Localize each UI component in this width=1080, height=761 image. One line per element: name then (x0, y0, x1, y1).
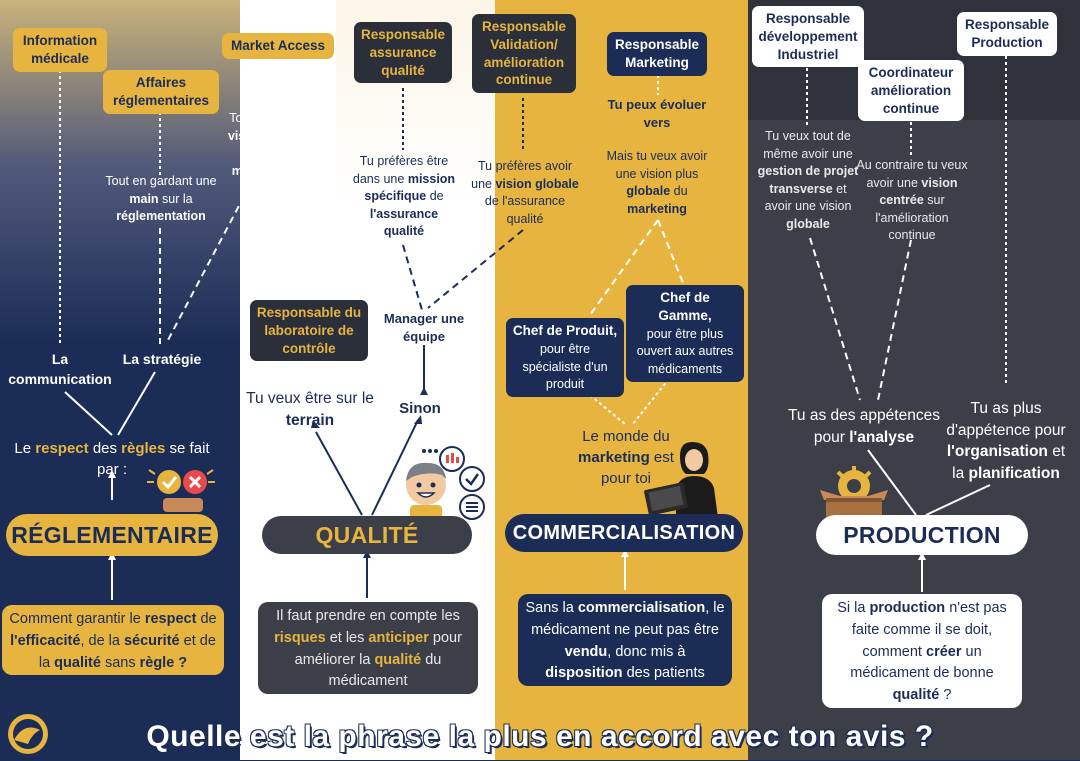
person-icon (402, 445, 490, 520)
role-market-access: Market Access (222, 33, 334, 59)
role-responsable-laboratoire: Responsable du laboratoire de contrôle (250, 300, 368, 362)
sinon-text: Sinon (399, 400, 441, 417)
coord-description: Au contraire tu veux avoir une vision ce… (856, 158, 968, 242)
woman-laptop-icon (640, 440, 736, 518)
role-coordinateur-amelioration: Coordinateur amélioration continue (858, 60, 964, 122)
dev-description: Tu veux tout de même avoir une gestion d… (757, 129, 859, 231)
role-responsable-assurance-qualite: Responsable assurance qualité (354, 22, 452, 84)
vision-globale-marketing-text: Mais tu veux avoir une vision plus globa… (606, 149, 708, 216)
terrain-text: Tu veux être sur le terrain (246, 390, 374, 429)
analyse-text: Tu as des appétences pour l'analyse (788, 407, 940, 446)
production-box: Si la production n'est pas faite comme i… (822, 594, 1022, 708)
respect-regles-text: Le respect des règles se fait par : (14, 440, 210, 478)
manager-une-equipe: Manager une équipe (383, 311, 465, 345)
role-information-medicale: Information médicale (13, 28, 107, 72)
title-reglementaire: RÉGLEMENTAIRE (6, 514, 218, 556)
reglementaire-question-box: Comment garantir le respect de l'efficac… (2, 605, 224, 675)
chef-de-gamme-description: pour être plus ouvert aux autres médicam… (636, 326, 734, 377)
role-responsable-validation: Responsable Validation/ amélioration con… (472, 14, 576, 94)
la-communication: La communication (8, 351, 112, 387)
monde-marketing-text: Le monde du marketing est pour toi (578, 428, 674, 487)
role-responsable-production: Responsable Production (957, 12, 1057, 56)
logo-icon (6, 712, 52, 756)
role-chef-de-produit: Chef de Produit, (512, 323, 618, 338)
role-chef-de-gamme: Chef de Gamme, (658, 290, 712, 323)
la-strategie: La stratégie (122, 351, 202, 367)
role-responsable-marketing: Responsable Marketing (607, 32, 707, 76)
role-responsable-developpement: Responsable développement Industriel (752, 6, 864, 68)
chef-de-gamme-card: Chef de Gamme,pour être plus ouvert aux … (626, 285, 744, 383)
assurance-description: Tu préfères être dans une mission spécif… (352, 154, 456, 238)
market-access-description: Tout en ayant une vision globale du marc… (227, 111, 331, 178)
role-affaires-reglementaires: Affaires réglementaires (103, 70, 219, 114)
affaires-description: Tout en gardant une main sur la réglemen… (105, 174, 217, 223)
title-production: PRODUCTION (816, 515, 1028, 555)
footer-question: Quelle est la phrase la plus en accord a… (146, 720, 934, 753)
chef-de-produit-card: Chef de Produit, pour être spécialiste d'… (506, 318, 624, 398)
title-commercialisation: COMMERCIALISATION (505, 514, 743, 552)
checkmark-cross-icon (145, 462, 217, 512)
title-qualite: QUALITÉ (262, 516, 472, 554)
validation-description: Tu préfères avoir une vision globale de … (471, 159, 579, 226)
evoluer-text: Tu peux évoluer vers (607, 97, 707, 131)
factory-box-icon (812, 466, 896, 520)
organisation-text: Tu as plus d'appétence pour l'organisati… (946, 400, 1066, 483)
qualite-box: Il faut prendre en compte les risques et… (258, 602, 478, 694)
commercialisation-box: Sans la commercialisation, le médicament… (518, 594, 732, 686)
chef-de-produit-description: pour être spécialiste d'un produit (522, 341, 608, 392)
